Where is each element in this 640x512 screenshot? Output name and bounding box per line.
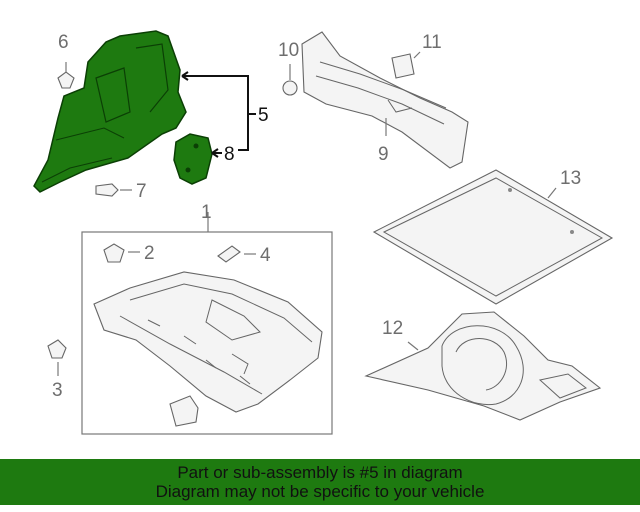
- callout-8: 8: [224, 144, 235, 165]
- wheel-well-liner-part-12[interactable]: [364, 311, 602, 421]
- callout-3: 3: [52, 380, 63, 401]
- notice-line-1: Part or sub-assembly is #5 in diagram: [177, 463, 463, 482]
- pad-part-11[interactable]: [391, 51, 421, 79]
- clip-part-4[interactable]: [217, 245, 256, 263]
- callout-11: 11: [422, 32, 442, 53]
- bracket-part[interactable]: [169, 395, 199, 427]
- callout-10: 10: [278, 40, 299, 61]
- callout-5: 5: [258, 105, 269, 126]
- pin-part-7[interactable]: [95, 183, 132, 197]
- trim-cover-panel[interactable]: [173, 133, 213, 185]
- callout-7: 7: [136, 181, 147, 202]
- clip-part-2[interactable]: [103, 243, 140, 263]
- trunk-mat-part-13[interactable]: [372, 169, 614, 305]
- callout-9: 9: [378, 144, 389, 165]
- package-tray-box: [81, 231, 333, 435]
- trunk-trim-panel[interactable]: [33, 30, 187, 193]
- callout-4: 4: [260, 245, 271, 266]
- scuff-plate-part-9[interactable]: [301, 31, 469, 169]
- bolt-part-10[interactable]: [282, 64, 298, 96]
- notice-line-2: Diagram may not be specific to your vehi…: [155, 482, 485, 501]
- clip-part-3[interactable]: [47, 339, 67, 376]
- callout-12: 12: [382, 318, 403, 339]
- clip-part-6[interactable]: [57, 62, 75, 89]
- notice-banner: Part or sub-assembly is #5 in diagram Di…: [0, 459, 640, 505]
- callout-6: 6: [58, 32, 69, 53]
- package-tray-part-1[interactable]: [93, 271, 323, 413]
- callout-1: 1: [201, 202, 212, 223]
- callout-13: 13: [560, 168, 581, 189]
- callout-2: 2: [144, 243, 155, 264]
